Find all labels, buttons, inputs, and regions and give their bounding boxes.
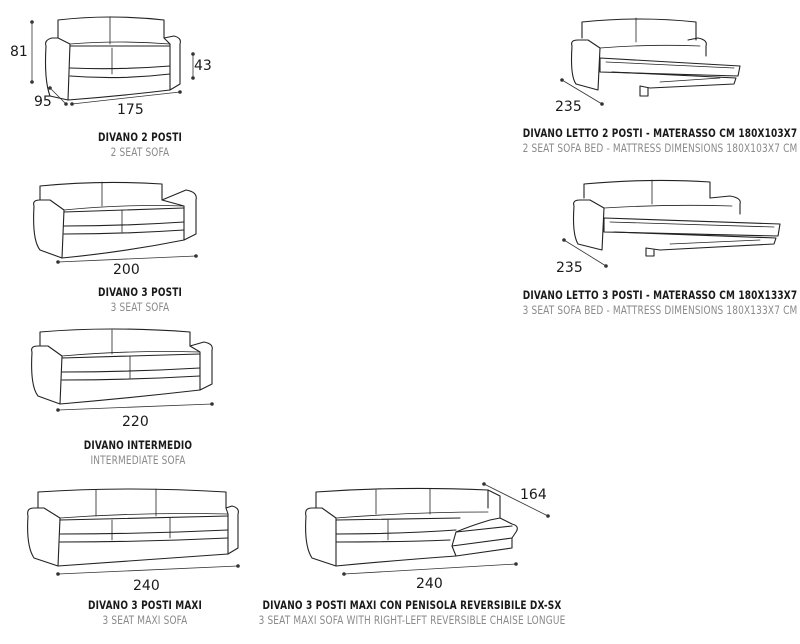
caption-en: 2 SEAT SOFA (110, 145, 170, 159)
dim-sofa2-width: 175 (117, 102, 144, 118)
caption-sofa-3-seat: DIVANO 3 POSTI 3 SEAT SOFA (62, 285, 218, 315)
caption-en: INTERMEDIATE SOFA (90, 453, 186, 467)
caption-sofa-chaise: DIVANO 3 POSTI MAXI CON PENISOLA REVERSI… (225, 598, 599, 628)
dim-chaise-depth: 164 (520, 487, 547, 503)
sofa-3-seat-dimensions (56, 254, 198, 264)
sofa-chaise-drawing (305, 487, 518, 567)
caption-en: 3 SEAT SOFA BED - MATTRESS DIMENSIONS 18… (522, 303, 798, 317)
caption-it: DIVANO 3 POSTI (98, 285, 182, 299)
sofa-intermediate-drawing (31, 328, 213, 405)
dim-bed3-depth: 235 (556, 260, 583, 276)
sofa-intermediate-dimensions (56, 402, 214, 412)
caption-sofa-intermediate: DIVANO INTERMEDIO INTERMEDIATE SOFA (60, 438, 216, 468)
sofa-maxi-dimensions (56, 564, 240, 576)
dim-sofa3-width: 200 (113, 262, 140, 278)
caption-en: 3 SEAT MAXI SOFA (102, 613, 188, 627)
caption-it: DIVANO LETTO 3 POSTI - MATERASSO CM 180X… (522, 288, 798, 302)
sofa-bed-2-drawing (570, 17, 741, 97)
sofa-bed-2-dimensions (560, 78, 604, 106)
caption-it: DIVANO 3 POSTI MAXI CON PENISOLA REVERSI… (262, 598, 562, 612)
caption-en: 2 SEAT SOFA BED - MATTRESS DIMENSIONS 18… (522, 141, 798, 155)
sofa-maxi-drawing (27, 488, 239, 567)
sofa-bed-3-dimensions (562, 238, 608, 268)
sofa-3-seat-drawing (33, 181, 197, 259)
caption-it: DIVANO LETTO 2 POSTI - MATERASSO CM 180X… (522, 126, 798, 140)
sofa-chaise-dimensions (342, 482, 550, 576)
sofa-2-seat-drawing (44, 16, 181, 101)
dim-chaise-width: 240 (416, 576, 443, 592)
caption-it: DIVANO 2 POSTI (98, 130, 182, 144)
caption-it: DIVANO 3 POSTI MAXI (87, 598, 203, 612)
caption-sofa-2-seat: DIVANO 2 POSTI 2 SEAT SOFA (62, 130, 218, 160)
caption-sofa-bed-2: DIVANO LETTO 2 POSTI - MATERASSO CM 180X… (512, 126, 800, 156)
dim-sofa2-seat-height: 43 (194, 58, 212, 74)
dim-intermediate-width: 220 (122, 414, 149, 430)
caption-it: DIVANO INTERMEDIO (83, 438, 193, 452)
caption-en: 3 SEAT MAXI SOFA WITH RIGHT-LEFT REVERSI… (258, 613, 566, 627)
dim-sofa2-height: 81 (10, 44, 28, 60)
caption-en: 3 SEAT SOFA (110, 300, 170, 314)
dim-bed2-depth: 235 (555, 99, 582, 115)
caption-sofa-bed-3: DIVANO LETTO 3 POSTI - MATERASSO CM 180X… (512, 288, 800, 318)
sofa-2-seat-dimensions (30, 20, 195, 106)
caption-sofa-maxi: DIVANO 3 POSTI MAXI 3 SEAT MAXI SOFA (67, 598, 223, 628)
sofa-bed-3-drawing (572, 179, 781, 257)
dim-maxi-width: 240 (133, 578, 160, 594)
dim-sofa2-depth: 95 (34, 94, 52, 110)
